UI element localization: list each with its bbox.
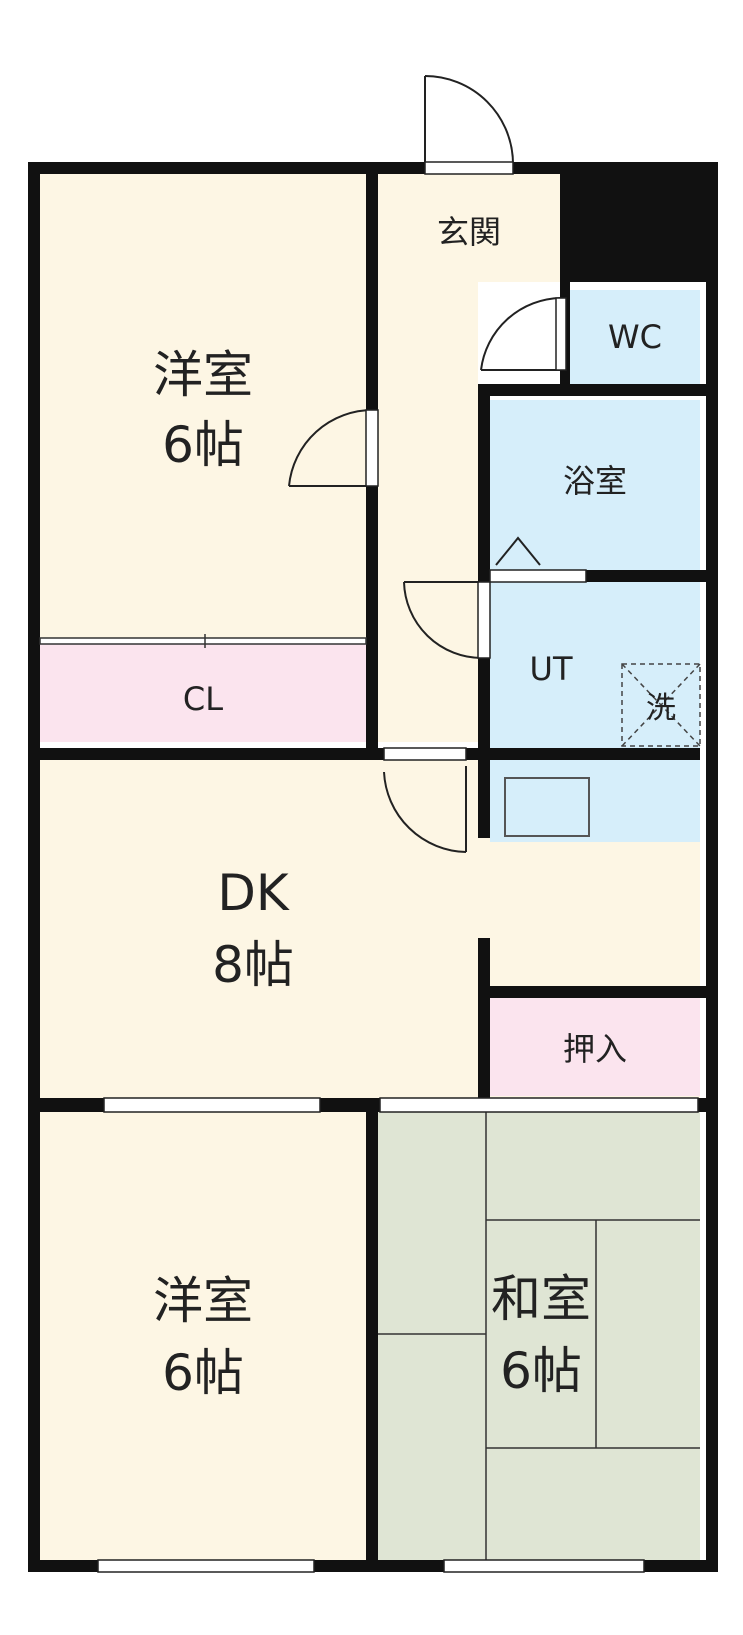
entrance-door[interactable] — [424, 75, 514, 166]
tatami-lines — [378, 1112, 700, 1560]
ut-label: UT — [530, 650, 573, 688]
wc-label: WC — [608, 318, 662, 356]
kitchen-counter — [490, 760, 700, 842]
western-top-name: 洋室 — [153, 346, 253, 404]
japanese-size: 6帖 — [500, 1342, 582, 1400]
japanese-name: 和室 — [491, 1270, 591, 1328]
western-bottom-name: 洋室 — [153, 1272, 253, 1330]
dk-name: DK — [217, 864, 290, 922]
kitchen-sink — [504, 777, 590, 837]
door-western-top — [288, 408, 374, 487]
western-room-top — [40, 172, 366, 644]
utility-room — [490, 578, 700, 748]
genkan-area — [378, 172, 560, 282]
washer-pan — [621, 663, 701, 747]
oshiire-label: 押入 — [563, 1030, 627, 1068]
western-room-bottom — [40, 1112, 366, 1560]
washer-label: 洗 — [646, 691, 676, 726]
door-wc — [480, 297, 562, 371]
bath-room — [490, 400, 700, 570]
dk-size: 8帖 — [212, 936, 294, 994]
japanese-room — [378, 1112, 700, 1560]
hallway — [378, 282, 478, 742]
interior-doors — [288, 297, 562, 853]
genkan-label: 玄関 — [437, 213, 501, 251]
sliding-door-cl — [39, 634, 367, 648]
closet-cl-label: CL — [183, 680, 223, 718]
western-bottom-size: 6帖 — [162, 1344, 244, 1402]
windows — [97, 161, 699, 1573]
closet-cl — [40, 644, 366, 742]
door-bath — [495, 536, 541, 566]
door-ut — [403, 581, 483, 659]
wc-room — [570, 290, 700, 384]
oshiire-closet — [490, 998, 700, 1096]
western-top-size: 6帖 — [162, 416, 244, 474]
door-dk — [383, 771, 467, 853]
bath-label: 浴室 — [563, 462, 627, 500]
